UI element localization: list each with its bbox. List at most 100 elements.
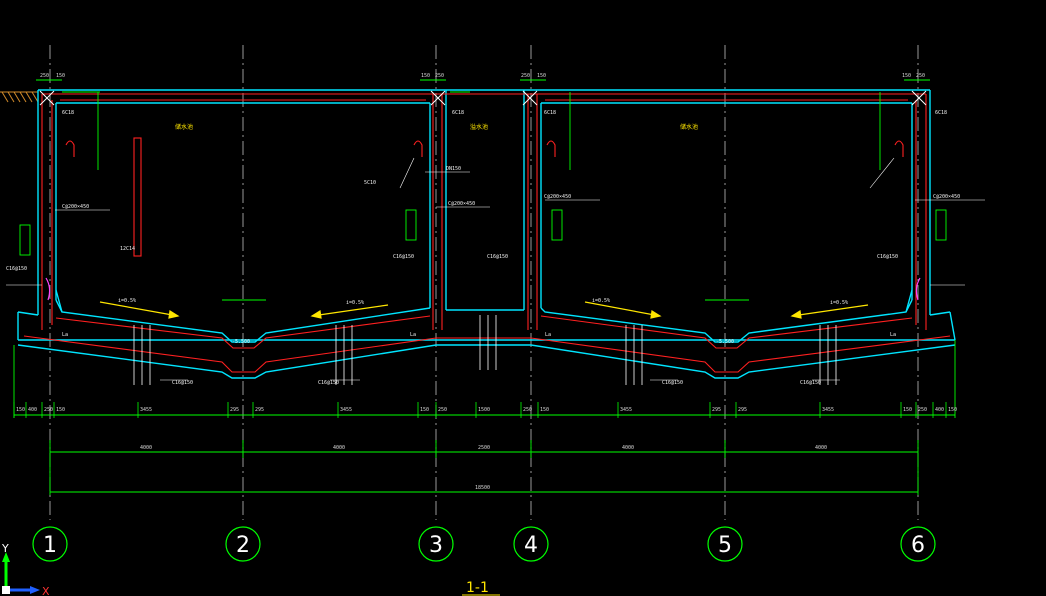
column-marks: [39, 90, 927, 106]
grid-bubble-5: [707, 526, 743, 562]
grid-bubble-6: [900, 526, 936, 562]
room-label-middle: 溢水池: [470, 123, 488, 131]
note-col-c: 6C18: [544, 110, 556, 116]
note-elev-right: -5.500: [716, 339, 734, 345]
bottom-dim1-8: 3455: [340, 407, 352, 413]
note-slab-bot-3: C16@150: [662, 380, 683, 386]
top-dim-4: 250: [435, 73, 444, 79]
grid-label-4: 4: [524, 533, 538, 558]
slope-label-2: i=0.5%: [346, 300, 364, 306]
note-col-d: 6C18: [935, 110, 947, 116]
note-elev-left: -5.500: [232, 339, 250, 345]
waterstop-detail: [45, 277, 51, 301]
bottom-dim1-13: 150: [540, 407, 549, 413]
bottom-dim2-4: 4000: [622, 445, 634, 451]
section-title: 1-1: [466, 580, 489, 596]
note-la-3: La: [545, 332, 551, 338]
bottom-dim1-1: 150: [16, 407, 25, 413]
top-dim-2: 150: [56, 73, 65, 79]
note-sump: 12C14: [120, 246, 135, 252]
note-slab-bot-4: C16@150: [800, 380, 821, 386]
bottom-dim1-18: 150: [903, 407, 912, 413]
bottom-dim1-9: 150: [420, 407, 429, 413]
note-slab-bot-1: C16@150: [172, 380, 193, 386]
grid-bubble-1: [32, 526, 68, 562]
leader-lines: [6, 157, 985, 381]
top-dim-8: 250: [916, 73, 925, 79]
grid-bubble-3: [418, 526, 454, 562]
grid-bubble-2: [225, 526, 261, 562]
bottom-dim1-5: 3455: [140, 407, 152, 413]
note-col-b: 6C18: [452, 110, 464, 116]
note-wall-right: C@200×450: [933, 194, 960, 200]
note-col-a: 6C18: [62, 110, 74, 116]
dimension-lines: [13, 79, 956, 495]
ucs-axis-y-label: Y: [1, 542, 9, 555]
bottom-dim1-20: 400: [935, 407, 944, 413]
bottom-dim1-17: 3455: [822, 407, 834, 413]
bottom-dim1-12: 250: [523, 407, 532, 413]
waterstop-detail-right: [915, 277, 921, 301]
note-wall-top: C@200×450: [62, 204, 89, 210]
slope-arrows: [99, 301, 869, 319]
grid-label-1: 1: [43, 533, 57, 558]
bottom-dim1-16: 295: [738, 407, 747, 413]
bottom-dim1-21: 150: [948, 407, 957, 413]
room-label-left: 储水池: [175, 123, 193, 131]
bottom-dim1-2: 400: [28, 407, 37, 413]
slope-label-4: i=0.5%: [830, 300, 848, 306]
bottom-dim-total: 18500: [475, 485, 490, 491]
bottom-dim1-19: 250: [918, 407, 927, 413]
bottom-dim2-5: 4000: [815, 445, 827, 451]
grid-label-6: 6: [911, 533, 925, 558]
grid-label-5: 5: [718, 533, 732, 558]
note-slab-bot-2: C16@150: [318, 380, 339, 386]
bottom-dim1-3: 250: [44, 407, 53, 413]
note-pipe: DN150: [446, 166, 461, 172]
bottom-dim1-4: 150: [56, 407, 65, 413]
top-dim-1: 250: [40, 73, 49, 79]
concrete-outline: [17, 89, 956, 379]
earth-hatch-icon: [0, 91, 39, 103]
bottom-dim1-11: 1500: [478, 407, 490, 413]
pile-marks: [133, 315, 837, 385]
bottom-dim1-10: 250: [438, 407, 447, 413]
bottom-dim1-15: 295: [712, 407, 721, 413]
grid-bubbles: [32, 526, 936, 562]
grid-label-2: 2: [236, 533, 250, 558]
grid-label-3: 3: [429, 533, 443, 558]
note-wall-low-right: C16@150: [877, 254, 898, 260]
note-la-2: La: [410, 332, 416, 338]
ucs-axis-x-label: X: [42, 585, 50, 596]
note-la-4: La: [890, 332, 896, 338]
grid-bubble-labels: 1 2 3 4 5 6: [43, 533, 925, 558]
bottom-dim2-2: 4000: [333, 445, 345, 451]
bottom-dim1-6: 295: [230, 407, 239, 413]
room-label-right: 储水池: [680, 123, 698, 131]
top-dim-5: 250: [521, 73, 530, 79]
rebar-lines: [23, 93, 951, 373]
bottom-dim1-7: 295: [255, 407, 264, 413]
slope-label-1: i=0.5%: [118, 298, 136, 304]
note-haunch: 5C10: [364, 180, 376, 186]
bottom-dim1-14: 3455: [620, 407, 632, 413]
note-wall-mid-right: C@200×450: [544, 194, 571, 200]
top-dim-7: 150: [902, 73, 911, 79]
note-la-1: La: [62, 332, 68, 338]
note-wall-low-left: C16@150: [6, 266, 27, 272]
top-dim-3: 150: [421, 73, 430, 79]
top-dim-6: 150: [537, 73, 546, 79]
top-dimensions: 250 150 150 250 250 150 150 250: [40, 73, 925, 79]
bottom-dim2-1: 4000: [140, 445, 152, 451]
bottom-dimensions-row2: 4000 4000 2500 4000 4000: [140, 445, 827, 451]
note-wall-mid: C@200×450: [448, 201, 475, 207]
note-wall-low-mid2: C16@150: [487, 254, 508, 260]
ucs-axis-icon: [2, 552, 40, 594]
note-wall-low-mid: C16@150: [393, 254, 414, 260]
slope-labels: i=0.5% i=0.5% i=0.5% i=0.5%: [118, 298, 848, 306]
grid-bubble-4: [513, 526, 549, 562]
bottom-dim2-3: 2500: [478, 445, 490, 451]
rebar-notes: 6C18 6C18 6C18 6C18 C@200×450 C@200×450 …: [6, 110, 960, 386]
